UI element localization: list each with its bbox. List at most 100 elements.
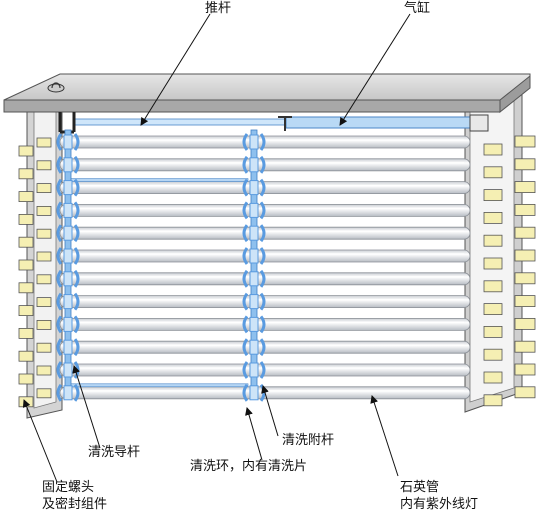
fixing-bolt [483, 371, 503, 384]
fixing-bolt [18, 168, 34, 180]
label-attach-rod: 清洗附杆 [282, 433, 334, 448]
arrow-cleaning-ring [245, 407, 263, 461]
fixing-bolt [36, 205, 52, 216]
fixing-bolt [483, 303, 503, 316]
fixing-bolt [483, 211, 503, 224]
top-cover [3, 73, 531, 114]
quartz-tube-array [59, 135, 471, 400]
label-quartz-tube-2: 内有紫外线灯 [400, 496, 478, 512]
air-cylinder [285, 114, 489, 132]
cleaning-ring [56, 224, 80, 243]
lifting-eye-icon [47, 83, 65, 93]
arrow-air-cylinder [339, 13, 411, 126]
cleaning-ring [242, 338, 266, 357]
fixing-bolt [483, 234, 503, 247]
fixing-bolt [483, 166, 503, 179]
fixing-bolt [18, 373, 34, 385]
fixing-bolt [18, 191, 34, 203]
cleaning-ring [56, 315, 80, 334]
cleaning-ring [56, 383, 80, 402]
fixing-bolt [514, 295, 536, 308]
fixing-bolt [514, 203, 536, 216]
fixing-bolt [514, 340, 536, 353]
leader-lines [22, 13, 411, 483]
cleaning-ring [242, 201, 266, 220]
label-fixing-bolt-1: 固定螺头 [42, 480, 94, 495]
fixing-bolt [36, 388, 52, 399]
fixing-bolt [36, 297, 52, 308]
fixing-bolt [483, 394, 503, 407]
fixing-bolt [18, 350, 34, 362]
fixing-bolt [514, 181, 536, 194]
fixing-bolt [18, 282, 34, 294]
fixing-bolt [18, 259, 34, 271]
fixing-bolt [36, 183, 52, 194]
cleaning-ring [242, 224, 266, 243]
label-guide-rod: 清洗导杆 [88, 445, 140, 460]
fixing-bolt [483, 257, 503, 270]
fixing-bolt [18, 327, 34, 339]
arrow-attach-rod [261, 385, 279, 437]
cleaning-ring [56, 338, 80, 357]
cleaning-ring [56, 247, 80, 265]
cleaning-guide-rod [56, 129, 80, 402]
fixing-bolt [36, 251, 52, 262]
arrow-fixing-bolt [22, 399, 58, 483]
cleaning-ring [56, 178, 80, 197]
fixing-bolt [36, 319, 52, 330]
right-side-frame [464, 81, 523, 413]
fixing-bolt [514, 135, 536, 148]
push-rod [58, 112, 292, 134]
fixing-bolt [18, 305, 34, 317]
label-air-cylinder: 气缸 [404, 0, 430, 16]
fixing-bolts [18, 135, 536, 408]
cleaning-ring [56, 292, 80, 311]
fixing-bolt [514, 386, 536, 399]
fixing-bolt [18, 236, 34, 248]
cleaning-ring [56, 269, 80, 288]
label-quartz-tube-1: 石英管 [400, 480, 439, 495]
cleaning-ring [56, 133, 80, 151]
fixing-bolt [514, 317, 536, 330]
rod-crossbar [65, 383, 249, 388]
cleaning-ring [56, 155, 80, 174]
cleaning-ring [242, 292, 266, 311]
cleaning-attach-rod [242, 129, 266, 402]
fixing-bolt [36, 228, 52, 239]
fixing-bolt [514, 226, 536, 239]
cleaning-ring [242, 269, 266, 288]
cleaning-ring [242, 315, 266, 334]
fixing-bolt [514, 158, 536, 171]
cleaning-ring [242, 361, 266, 379]
rod-crossbar [65, 178, 249, 182]
cleaning-rods [56, 129, 266, 402]
fixing-bolt [36, 342, 52, 353]
fixing-bolt [483, 325, 503, 338]
arrow-quartz-tube [370, 395, 399, 477]
label-cleaning-ring: 清洗环，内有清洗片 [190, 458, 307, 474]
cleaning-ring [242, 133, 266, 151]
cleaning-ring [242, 247, 266, 265]
fixing-bolt [483, 348, 503, 361]
fixing-bolt [36, 365, 52, 376]
label-fixing-bolt-2: 及密封组件 [42, 496, 107, 512]
cleaning-ring [242, 178, 266, 197]
fixing-bolt [36, 160, 52, 171]
arrow-push-rod [140, 13, 211, 126]
label-push-rod: 推杆 [205, 1, 231, 16]
fixing-bolt [36, 274, 52, 285]
fixing-bolt [514, 272, 536, 285]
fixing-bolt [514, 363, 536, 376]
cleaning-ring [242, 155, 266, 174]
fixing-bolt [483, 280, 503, 293]
fixing-bolt [36, 137, 52, 148]
fixing-bolt [18, 145, 34, 157]
fixing-bolt [18, 213, 34, 225]
arrow-guide-rod [72, 365, 101, 449]
fixing-bolt [483, 143, 503, 156]
fixing-bolt [514, 249, 536, 262]
fixing-bolt [483, 189, 503, 202]
cleaning-ring [56, 201, 80, 220]
